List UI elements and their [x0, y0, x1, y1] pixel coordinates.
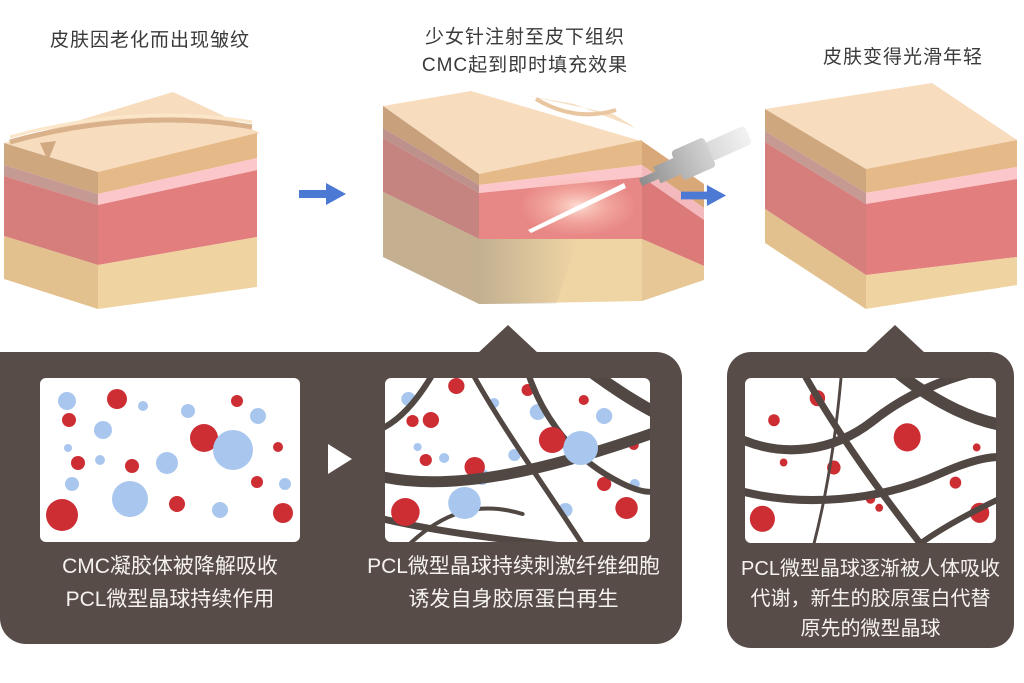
- stage3-caption-line1: PCL微型晶球逐渐被人体吸收: [741, 558, 1000, 580]
- panel-pointer-up: [478, 325, 538, 353]
- stage-arrow-icon: [328, 444, 352, 474]
- skin-block-smooth-illustration: [765, 83, 1017, 309]
- mechanism-panel-left: CMC凝胶体被降解吸收 PCL微型晶球持续作用 PCL微型晶球持续刺激纤维细胞 …: [0, 325, 682, 644]
- microsphere-illustration-stage1: [46, 389, 293, 531]
- microsphere-illustration-stage3: [745, 378, 996, 543]
- stage2-caption: PCL微型晶球持续刺激纤维细胞 诱发自身胶原蛋白再生: [345, 550, 682, 616]
- syringe-hub-icon: [638, 126, 752, 187]
- microsphere-box-stage1: [40, 378, 300, 542]
- stage3-caption: PCL微型晶球逐渐被人体吸收 代谢，新生的胶原蛋白代替 原先的微型晶球: [733, 554, 1008, 644]
- step1-caption: 皮肤因老化而出现皱纹: [30, 27, 270, 55]
- stage3-caption-line3: 原先的微型晶球: [800, 618, 941, 640]
- skin-block-injection-illustration: [383, 91, 752, 304]
- step2-caption-line2: CMC起到即时填充效果: [421, 55, 629, 76]
- skin-block-aged-illustration: [4, 92, 260, 309]
- mechanism-panel-right: PCL微型晶球逐渐被人体吸收 代谢，新生的胶原蛋白代替 原先的微型晶球: [727, 325, 1014, 648]
- step3-caption: 皮肤变得光滑年轻: [778, 44, 1024, 72]
- arrow-right-icon: [299, 183, 346, 205]
- step2-caption: 少女针注射至皮下组织 CMC起到即时填充效果: [375, 24, 675, 80]
- microsphere-box-stage2: [385, 378, 650, 542]
- step2-caption-line1: 少女针注射至皮下组织: [424, 27, 625, 48]
- stage2-caption-line2: 诱发自身胶原蛋白再生: [408, 588, 619, 611]
- microsphere-box-stage3: [745, 378, 996, 543]
- microsphere-illustration-stage2: [385, 378, 650, 542]
- panel-pointer-up: [865, 325, 925, 353]
- stage3-caption-line2: 代谢，新生的胶原蛋白代替: [750, 588, 991, 610]
- step3-caption-text: 皮肤变得光滑年轻: [822, 47, 983, 68]
- stage1-caption-line2: PCL微型晶球持续作用: [65, 588, 275, 611]
- stage1-caption-line1: CMC凝胶体被降解吸收: [62, 555, 278, 578]
- stage2-caption-line1: PCL微型晶球持续刺激纤维细胞: [367, 555, 660, 578]
- step1-caption-text: 皮肤因老化而出现皱纹: [49, 30, 250, 51]
- arrow-right-icon: [681, 184, 727, 207]
- needle-icon: [528, 183, 626, 233]
- stage1-caption: CMC凝胶体被降解吸收 PCL微型晶球持续作用: [0, 550, 340, 616]
